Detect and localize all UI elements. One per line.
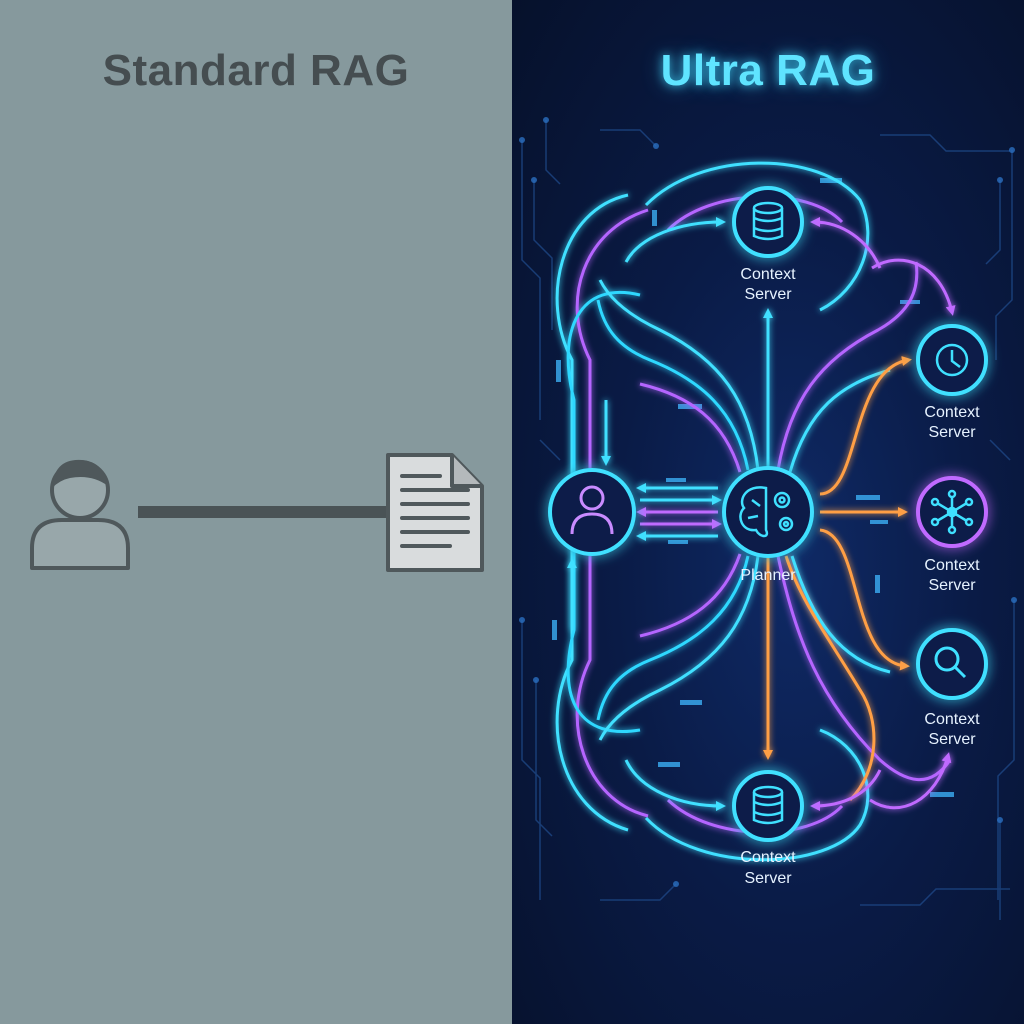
brain-gears-icon (739, 486, 794, 538)
ultra-rag-title: Ultra RAG (660, 46, 876, 95)
standard-rag-title: Standard RAG (102, 46, 410, 95)
database-icon (752, 201, 784, 241)
clock-icon (935, 343, 969, 377)
planner-node (722, 466, 814, 558)
right-server-2-label-1: Context (924, 557, 980, 574)
planner-label: Planner (740, 567, 796, 584)
user-icon (570, 485, 614, 535)
top-server-label-2: Server (744, 286, 792, 303)
circuit-nodes (519, 117, 1017, 887)
right-server-3-node (916, 628, 988, 700)
right-server-1-label-2: Server (928, 424, 976, 441)
top-server-label-1: Context (740, 266, 796, 283)
circuit-background (521, 120, 1015, 920)
right-server-3-label-1: Context (924, 711, 980, 728)
user-node (548, 468, 636, 556)
bottom-server-label-2: Server (744, 870, 792, 887)
network-icon (930, 489, 974, 535)
database-icon (752, 785, 784, 825)
standard-user-icon (30, 459, 130, 570)
flow-arrows (567, 217, 956, 811)
document-icon (386, 453, 484, 572)
search-icon (934, 646, 967, 679)
bottom-server-label-1: Context (740, 849, 796, 866)
right-server-1-label-1: Context (924, 404, 980, 421)
right-server-3-label-2: Server (928, 731, 976, 748)
right-server-2-label-2: Server (928, 577, 976, 594)
